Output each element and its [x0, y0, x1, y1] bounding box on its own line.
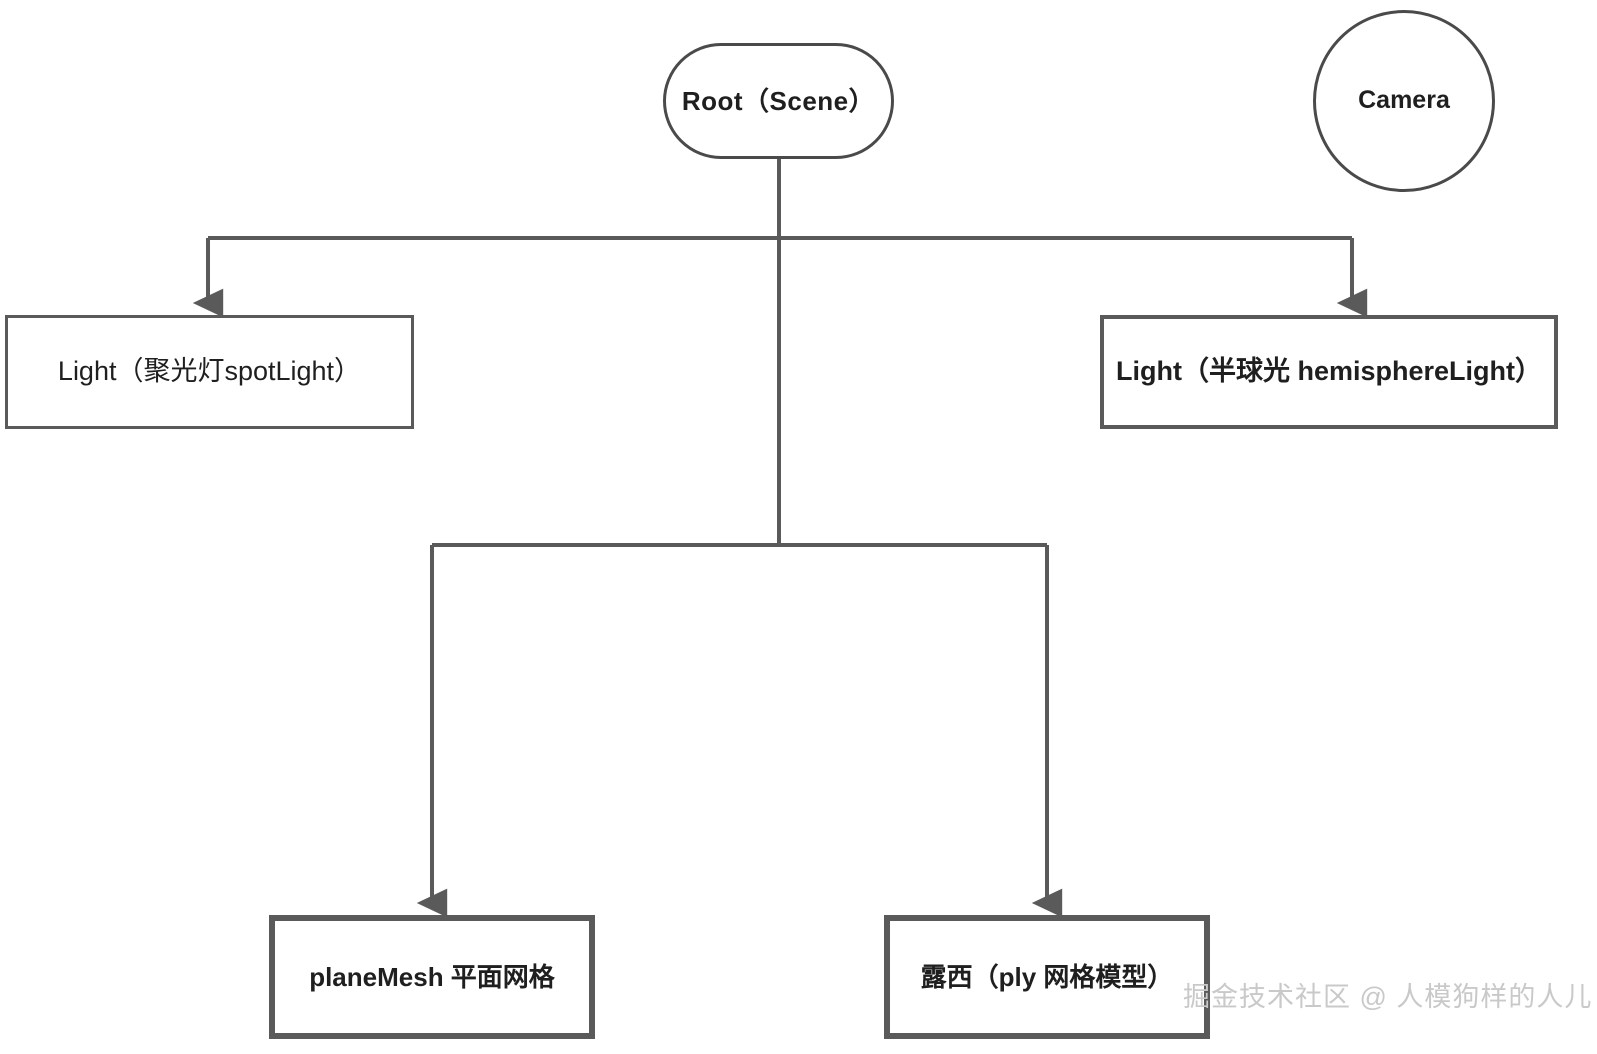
watermark: 掘金技术社区 @ 人模狗样的人儿	[1183, 982, 1593, 1012]
node-lucy-mesh[interactable]: 露西（ply 网格模型）	[884, 915, 1210, 1039]
node-camera-label: Camera	[1358, 86, 1450, 115]
node-plane-mesh-label: planeMesh 平面网格	[309, 961, 555, 992]
node-hemisphere-light[interactable]: Light（半球光 hemisphereLight）	[1100, 315, 1558, 429]
node-camera[interactable]: Camera	[1313, 10, 1495, 192]
node-hemisphere-light-label: Light（半球光 hemisphereLight）	[1115, 356, 1542, 387]
node-spot-light[interactable]: Light（聚光灯spotLight）	[5, 315, 414, 429]
node-lucy-mesh-label: 露西（ply 网格模型）	[920, 961, 1174, 992]
node-spot-light-label: Light（聚光灯spotLight）	[57, 356, 362, 387]
node-plane-mesh[interactable]: planeMesh 平面网格	[269, 915, 595, 1039]
node-root-label: Root（Scene）	[681, 85, 876, 116]
node-root-scene[interactable]: Root（Scene）	[663, 43, 894, 159]
